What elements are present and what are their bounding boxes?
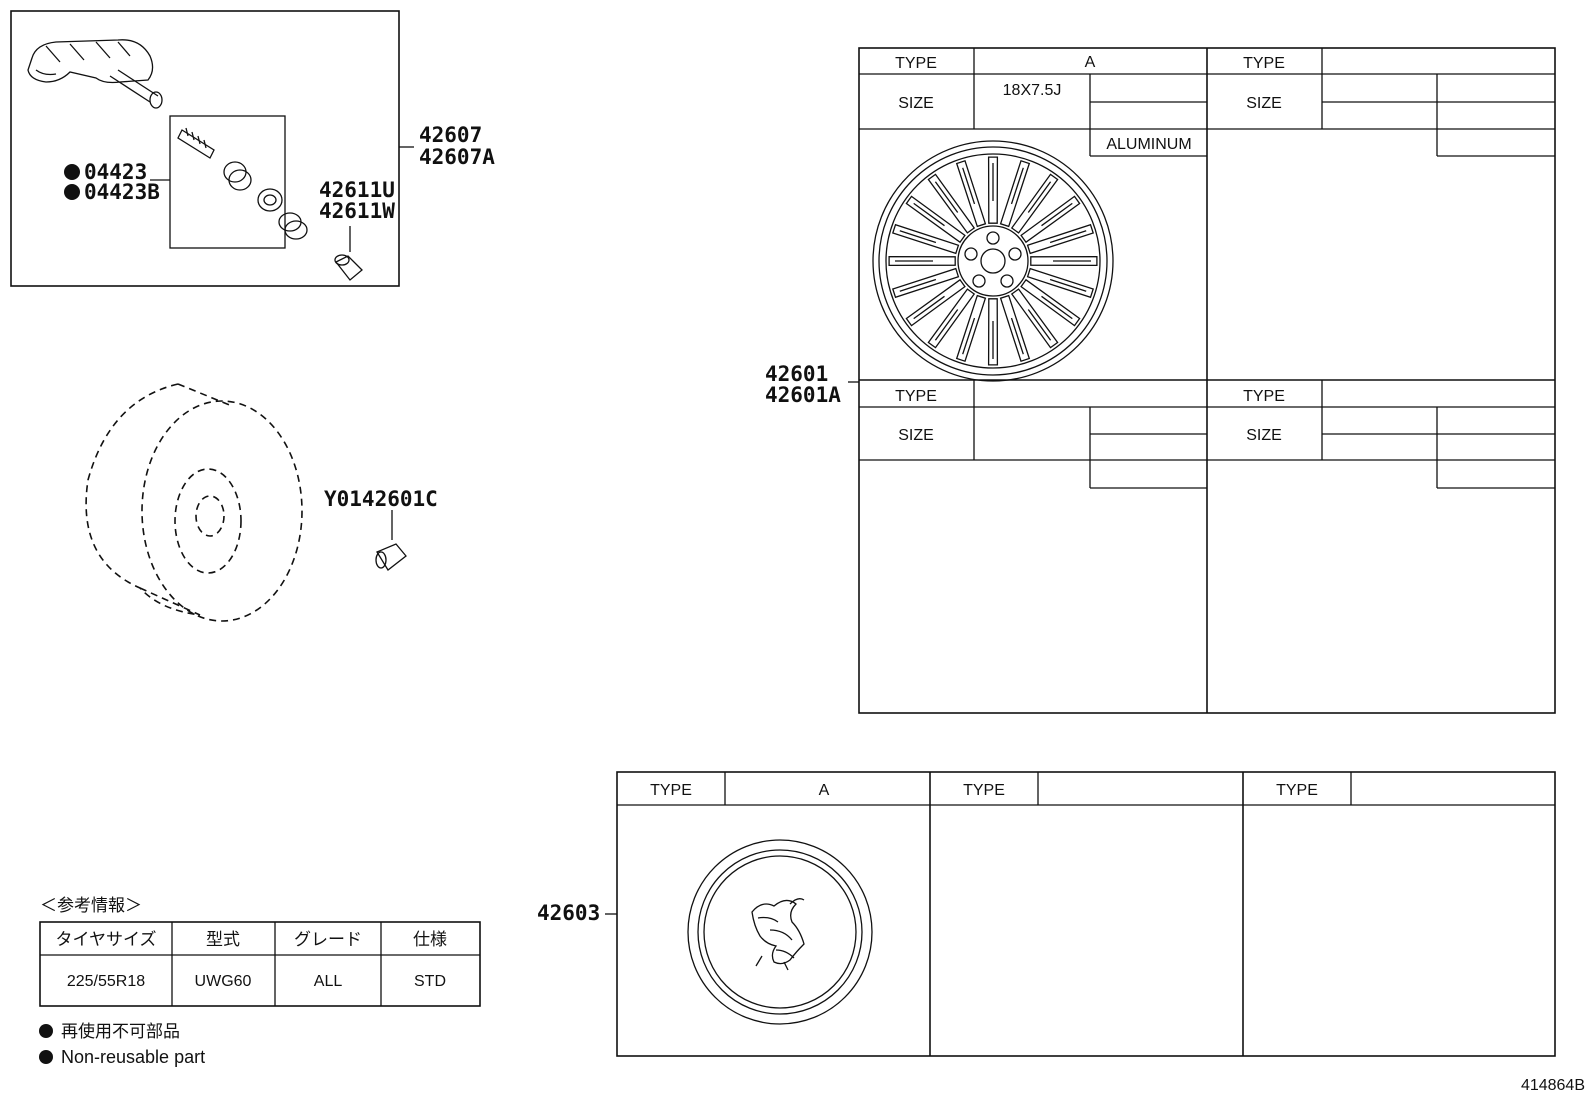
reference-title: ＜参考情報＞ bbox=[40, 896, 142, 916]
cap-type-a-value: A bbox=[819, 782, 830, 799]
wheel-type-label-1: TYPE bbox=[895, 55, 937, 72]
figure-id: 414864B bbox=[1521, 1077, 1585, 1094]
wheel-size-a-value: 18X7.5J bbox=[1003, 82, 1062, 99]
reference-info: ＜参考情報＞ タイヤサイズ 型式 グレード 仕様 225/55R18 UWG60… bbox=[39, 896, 481, 1007]
cap-type-label-2: TYPE bbox=[963, 782, 1005, 799]
wheel-spoke bbox=[1030, 255, 1098, 267]
wheel-spoke bbox=[999, 294, 1031, 363]
wheel-spoke-groove bbox=[1041, 202, 1073, 227]
wheel-spoke bbox=[1026, 223, 1095, 255]
wheel-spoke bbox=[999, 159, 1031, 228]
wheel-size-label-4: SIZE bbox=[1246, 427, 1282, 444]
wheel-spoke bbox=[1026, 267, 1095, 299]
reference-cell-grade: ALL bbox=[314, 973, 343, 990]
wheel-type-label-4: TYPE bbox=[1243, 388, 1285, 405]
label-42601a: 42601A bbox=[765, 383, 841, 407]
label-42611w: 42611W bbox=[319, 199, 395, 223]
wheel-spoke bbox=[905, 278, 966, 327]
wheel-material-a-value: ALUMINUM bbox=[1106, 136, 1191, 153]
wheel-spoke-groove bbox=[934, 309, 959, 341]
cap-type-label-1: TYPE bbox=[650, 782, 692, 799]
wheel-spoke bbox=[891, 223, 960, 255]
center-cap-icon bbox=[687, 839, 873, 1025]
reference-header-spec: 仕様 bbox=[413, 930, 447, 950]
wheel-size-label-1: SIZE bbox=[898, 95, 934, 112]
wheel-spoke-groove bbox=[962, 317, 976, 355]
wheel-size-label-3: SIZE bbox=[898, 427, 934, 444]
wheel-spoke bbox=[1020, 278, 1081, 327]
wheel-spoke bbox=[987, 298, 999, 366]
alloy-wheel-icon bbox=[872, 140, 1114, 382]
wheel-type-label-2: TYPE bbox=[1243, 55, 1285, 72]
wheel-spoke-groove bbox=[1049, 230, 1087, 244]
tpms-valve-group: 42607 42607A 04423 04423B 42611U 42611W bbox=[10, 10, 495, 287]
label-04423b: 04423B bbox=[84, 180, 160, 204]
wheel-spoke-groove bbox=[1027, 309, 1052, 341]
wheel-spoke-groove bbox=[1010, 317, 1024, 355]
label-42607a: 42607A bbox=[419, 145, 495, 169]
label-y0142601c: Y0142601C bbox=[324, 487, 438, 511]
balance-weight-icon bbox=[375, 510, 407, 571]
wheel-spoke-groove bbox=[899, 230, 937, 244]
legend: 再使用不可部品 Non-reusable part bbox=[39, 1021, 205, 1067]
reference-cell-model: UWG60 bbox=[195, 973, 252, 990]
valve-grommet-icon bbox=[223, 161, 252, 191]
non-reusable-dot-icon bbox=[39, 1050, 53, 1064]
wheel-size-label-2: SIZE bbox=[1246, 95, 1282, 112]
legend-jp: 再使用不可部品 bbox=[61, 1021, 180, 1042]
wheel-spoke-groove bbox=[1010, 167, 1024, 205]
cap-type-label-3: TYPE bbox=[1276, 782, 1318, 799]
valve-washer-icon bbox=[257, 188, 283, 212]
label-42601: 42601 bbox=[765, 362, 828, 386]
label-42607: 42607 bbox=[419, 123, 482, 147]
valve-core-icon bbox=[177, 127, 215, 159]
wheel-spoke-groove bbox=[962, 167, 976, 205]
center-cap-table: TYPE A TYPE TYPE 42603 bbox=[537, 771, 1556, 1057]
wheel-spoke bbox=[987, 156, 999, 224]
wheel-type-table: TYPE A SIZE 18X7.5J ALUMINUM TYPE SIZE T… bbox=[765, 47, 1556, 714]
wheel-spoke-groove bbox=[1041, 295, 1073, 320]
wheel-spoke bbox=[905, 195, 966, 244]
legend-en: Non-reusable part bbox=[61, 1047, 205, 1067]
wheel-type-a-value: A bbox=[1085, 54, 1096, 71]
wheel-spoke bbox=[1010, 288, 1059, 349]
tpms-sensor-icon bbox=[27, 39, 163, 109]
tire-group: Y0142601C bbox=[85, 383, 438, 622]
wheel-spoke bbox=[955, 159, 987, 228]
wheel-spoke bbox=[891, 267, 960, 299]
reference-cell-spec: STD bbox=[414, 973, 446, 990]
non-reusable-dot-icon bbox=[39, 1024, 53, 1038]
label-04423: 04423 bbox=[84, 160, 147, 184]
wheel-spoke-groove bbox=[1027, 181, 1052, 213]
wheel-spoke bbox=[927, 288, 976, 349]
reference-cell-tire-size: 225/55R18 bbox=[67, 973, 145, 990]
non-reusable-dot-icon bbox=[64, 184, 80, 200]
wheel-spoke bbox=[955, 294, 987, 363]
wheel-spoke-groove bbox=[899, 278, 937, 292]
reference-header-model: 型式 bbox=[206, 930, 240, 950]
reference-header-grade: グレード bbox=[294, 930, 362, 950]
wheel-spoke-groove bbox=[1049, 278, 1087, 292]
wheel-spoke bbox=[927, 173, 976, 234]
wheel-spoke-groove bbox=[913, 202, 945, 227]
non-reusable-dot-icon bbox=[64, 164, 80, 180]
phoenix-emblem-icon bbox=[751, 898, 805, 971]
reference-header-tire-size: タイヤサイズ bbox=[56, 930, 157, 950]
label-42611u: 42611U bbox=[319, 178, 395, 202]
wheel-type-label-3: TYPE bbox=[895, 388, 937, 405]
valve-nut-icon bbox=[278, 212, 308, 240]
wheel-spoke-groove bbox=[934, 181, 959, 213]
tire-icon bbox=[85, 383, 303, 622]
label-42603: 42603 bbox=[537, 901, 600, 925]
wheel-spoke-groove bbox=[913, 295, 945, 320]
wheel-spoke bbox=[1020, 195, 1081, 244]
wheel-spoke bbox=[888, 255, 956, 267]
valve-cap-icon bbox=[334, 226, 363, 281]
wheel-spoke bbox=[1010, 173, 1059, 234]
